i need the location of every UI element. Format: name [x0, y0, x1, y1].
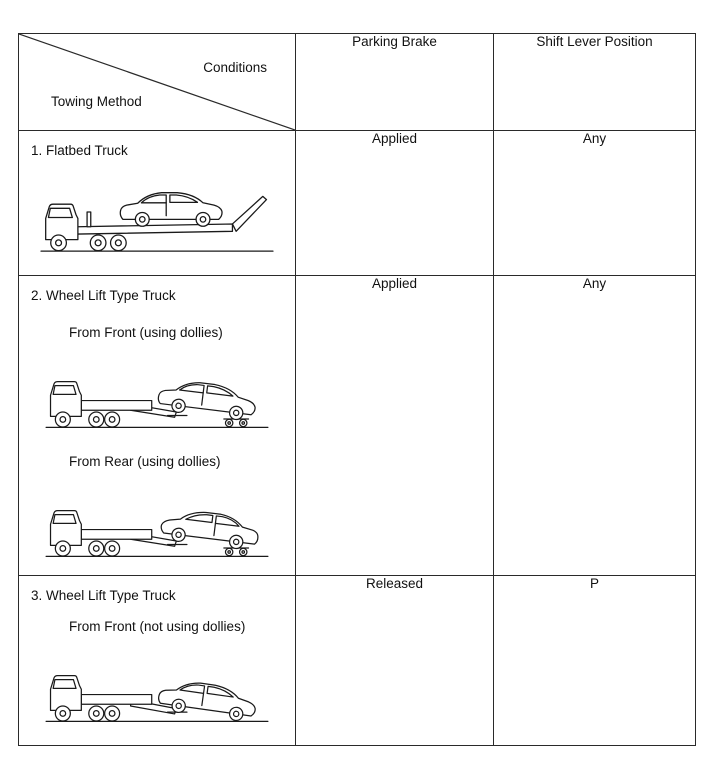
wheel-lift-front-dollies-illustration	[45, 381, 269, 429]
parking-brake-value: Applied	[295, 130, 494, 276]
diagonal-divider-line	[19, 34, 295, 130]
sub-method-label-from-front-no-dollies: From Front (not using dollies)	[69, 619, 246, 634]
conditions-label: Conditions	[203, 60, 267, 75]
towing-method-cell-2: 2. Wheel Lift Type Truck From Front (usi…	[18, 275, 296, 576]
method-title: 1. Flatbed Truck	[31, 143, 128, 158]
table-header-row: Conditions Towing Method Parking Brake S…	[18, 33, 696, 131]
table-row-flatbed: 1. Flatbed Truck	[18, 130, 696, 276]
header-diagonal-cell: Conditions Towing Method	[18, 33, 296, 131]
towing-method-cell-1: 1. Flatbed Truck	[18, 130, 296, 276]
flatbed-truck-illustration	[40, 192, 274, 252]
sub-method-label-from-front: From Front (using dollies)	[69, 325, 223, 340]
method-title: 3. Wheel Lift Type Truck	[31, 588, 176, 603]
shift-lever-value: Any	[493, 130, 696, 276]
parking-brake-column-header: Parking Brake	[295, 33, 494, 131]
shift-lever-value: P	[493, 575, 696, 746]
shift-lever-value: Any	[493, 275, 696, 576]
method-title: 2. Wheel Lift Type Truck	[31, 288, 176, 303]
parking-brake-value: Released	[295, 575, 494, 746]
table-row-wheel-lift-no-dollies: 3. Wheel Lift Type Truck From Front (not…	[18, 575, 696, 746]
towing-method-label: Towing Method	[51, 94, 142, 109]
sub-method-label-from-rear: From Rear (using dollies)	[69, 454, 221, 469]
wheel-lift-rear-dollies-illustration	[45, 510, 269, 558]
shift-lever-position-column-header: Shift Lever Position	[493, 33, 696, 131]
wheel-lift-front-no-dollies-illustration	[45, 675, 269, 723]
towing-table: Conditions Towing Method Parking Brake S…	[18, 33, 696, 746]
parking-brake-value: Applied	[295, 275, 494, 576]
table-row-wheel-lift-dollies: 2. Wheel Lift Type Truck From Front (usi…	[18, 275, 696, 576]
towing-method-cell-3: 3. Wheel Lift Type Truck From Front (not…	[18, 575, 296, 746]
